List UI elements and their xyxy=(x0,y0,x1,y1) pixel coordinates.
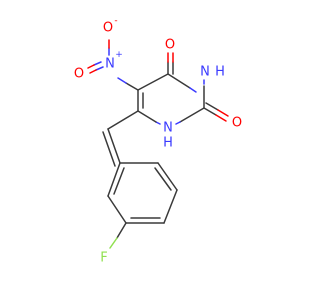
n3-h: N H xyxy=(200,65,225,80)
benzene-ring xyxy=(107,162,178,224)
bond-c4-n3-b xyxy=(189,87,197,93)
bond-c-f-b xyxy=(109,237,118,249)
atom-nitro-ominus: O xyxy=(103,21,113,36)
bond-b1-b2 xyxy=(107,162,121,197)
bond-c2-n1-b xyxy=(175,121,181,125)
molecule-structure: O O N H N H N + O - O xyxy=(74,16,242,266)
c2-carbonyl: O xyxy=(203,102,242,131)
atom-h-n1: H xyxy=(163,136,173,151)
bond-c2-o-b xyxy=(205,102,219,111)
atom-o-c2: O xyxy=(232,116,242,131)
bond-n-o-a2 xyxy=(87,64,95,69)
bond-c4-n3 xyxy=(167,73,191,89)
pyrimidine-ring xyxy=(137,73,205,125)
atom-f: F xyxy=(100,251,107,266)
fluorine-substituent: F xyxy=(100,222,127,266)
bond-b5-b6-inner xyxy=(154,167,172,191)
bond-n-o-a xyxy=(93,61,102,66)
nitro-o-charge: - xyxy=(114,16,117,26)
bond-ca-cb-double xyxy=(102,131,116,167)
bond-c2-o-a2 xyxy=(215,114,227,122)
bond-b5-b6 xyxy=(157,162,178,191)
bond-b2-b3 xyxy=(107,195,127,224)
vinyl-linker xyxy=(102,110,139,167)
atom-o-c4: O xyxy=(165,38,175,53)
bond-c-f-a xyxy=(116,222,127,239)
bond-b1-b2-inner xyxy=(113,167,125,195)
bond-b4-b5 xyxy=(163,189,178,224)
bond-c2-o-b2 xyxy=(217,109,229,117)
n1-h: N H xyxy=(163,121,173,151)
bond-c5-n-b xyxy=(117,77,127,84)
atom-n3: N xyxy=(200,65,210,80)
bond-c6-ca xyxy=(107,110,139,130)
bond-n-o-b2 xyxy=(89,69,97,74)
bond-ca-cb xyxy=(107,128,121,164)
atom-n1: N xyxy=(163,121,173,136)
c4-carbonyl: O xyxy=(165,38,175,75)
bond-c5-n xyxy=(125,82,139,91)
atom-nitro-o: O xyxy=(74,67,84,82)
nitro-group: N + O - O xyxy=(74,16,139,91)
atom-h-n3: H xyxy=(215,65,225,80)
bond-c2-n1 xyxy=(179,107,205,123)
nitro-n-charge: + xyxy=(115,50,123,60)
atom-nitro-n: N xyxy=(105,57,115,72)
bond-c5-c4 xyxy=(137,73,169,91)
bond-c2-o-a xyxy=(203,107,217,116)
bond-n1-c6 xyxy=(137,110,157,123)
bond-n-o-b xyxy=(95,66,104,71)
